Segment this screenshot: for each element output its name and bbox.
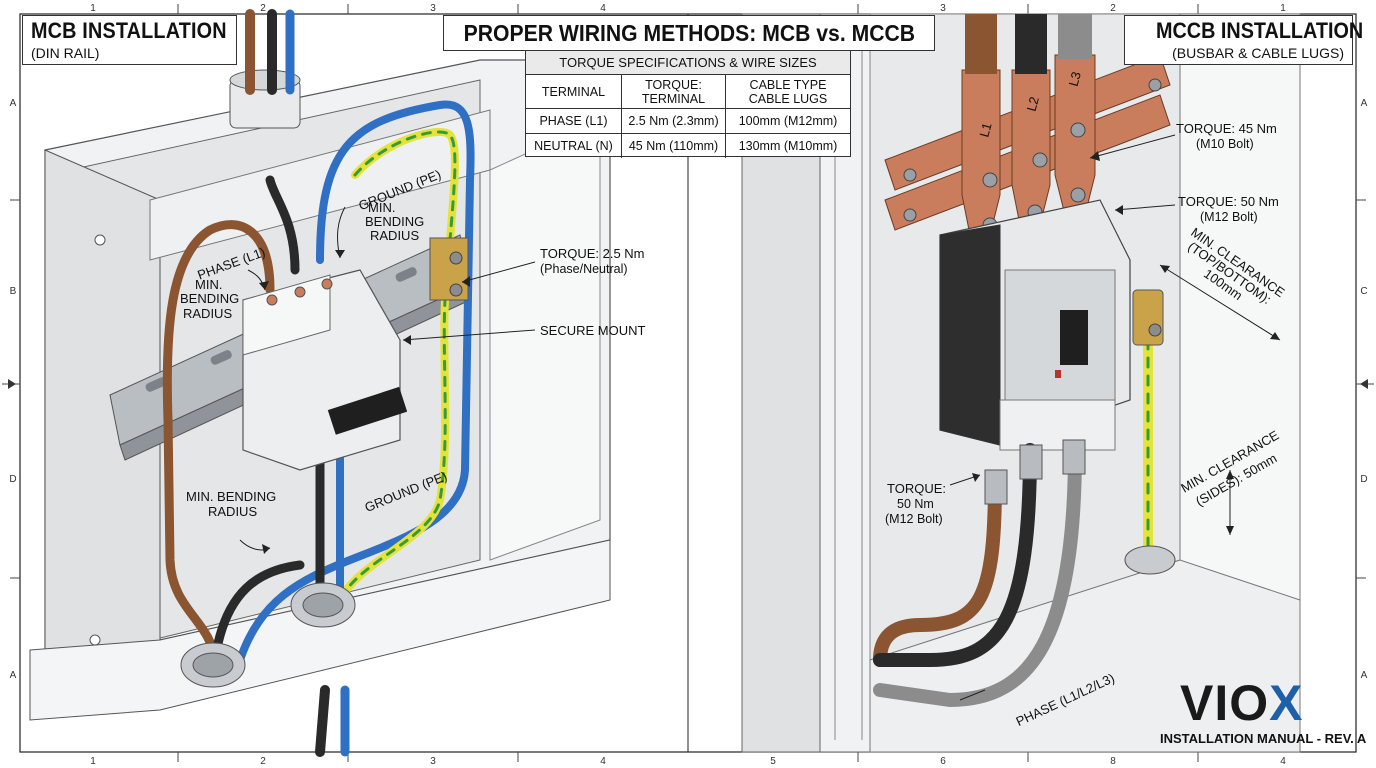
busbar-label-l2: L2 (1024, 95, 1042, 113)
min-bending-top-line3: RADIUS (370, 228, 419, 243)
spec-header-terminal: TERMINAL (526, 75, 622, 109)
right-tick-label: A (1361, 98, 1368, 109)
mccb-title: MCCB INSTALLATION (1156, 18, 1364, 43)
spec-cell: 45 Nm (110mm) (621, 133, 726, 158)
top-tick-label: 1 (1280, 3, 1286, 14)
min-bending-bottom-line2: RADIUS (208, 504, 257, 519)
spec-cell: PHASE (L1) (526, 108, 622, 134)
torque-m12-line2: (M12 Bolt) (1200, 210, 1258, 224)
mcb-wiring (162, 9, 475, 757)
bottom-tick-label: 2 (260, 756, 266, 767)
torque-m10-line1: TORQUE: 45 Nm (1176, 121, 1277, 136)
right-tick-label: A (1361, 670, 1368, 681)
frame-ticks (2, 4, 1374, 762)
spec-header-cable-line2: CABLE LUGS (748, 91, 828, 106)
torque-left-line2: (Phase/Neutral) (540, 262, 628, 276)
min-bending-bottom-line1: MIN. BENDING (186, 489, 276, 504)
spec-cell: 130mm (M10mm) (725, 133, 850, 158)
bottom-cable-glands (180, 582, 356, 688)
min-bending-left-line1: MIN. (195, 277, 222, 292)
spec-cell: 2.5 Nm (2.3mm) (621, 108, 726, 134)
top-tick-label: 4 (600, 3, 606, 14)
bottom-tick-label: 3 (430, 756, 436, 767)
spec-header-torque-line1: TORQUE: (645, 77, 702, 92)
busbar-straps (961, 14, 1096, 236)
torque-m12-line1: TORQUE: 50 Nm (1178, 194, 1279, 209)
left-tick-label: A (10, 670, 17, 681)
torque-spec-table: TORQUE SPECIFICATIONS & WIRE SIZES TERMI… (525, 50, 851, 158)
left-leader-arrows (259, 250, 470, 554)
busbar-label-l1: L1 (976, 121, 994, 139)
mccb-earth-terminal (1124, 289, 1176, 575)
logo-text-main: VIO (1180, 675, 1270, 731)
top-tick-label: 2 (260, 3, 266, 14)
min-bending-top-line2: BENDING (365, 214, 424, 229)
mccb-outgoing-cables (873, 335, 1153, 708)
spec-header-torque: TORQUE:TERMINAL (621, 75, 726, 109)
main-title-box: PROPER WIRING METHODS: MCB vs. MCCB (443, 15, 935, 51)
left-tick-label: D (9, 474, 16, 485)
right-leader-arrows (972, 151, 1280, 535)
secure-mount-label: SECURE MOUNT (540, 323, 646, 338)
mccb-cable-lugs (984, 439, 1086, 505)
torque-m10-line2: (M10 Bolt) (1196, 137, 1254, 151)
min-bending-top-line1: MIN. (368, 200, 395, 215)
mcb-title: MCB INSTALLATION (31, 18, 227, 43)
viox-logo: VIOX (1180, 678, 1304, 728)
bottom-tick-label: 8 (1110, 756, 1116, 767)
top-tick-label: 1 (90, 3, 96, 14)
left-center-marker (8, 379, 16, 389)
mccb-title-box: MCCB INSTALLATION (BUSBAR & CABLE LUGS) (1124, 15, 1363, 65)
mcb-breaker (242, 269, 408, 471)
bottom-tick-label: 6 (940, 756, 946, 767)
torque-cable-line1: TORQUE: (887, 481, 946, 496)
bottom-tick-label: 5 (770, 756, 776, 767)
right-tick-label: D (1360, 474, 1367, 485)
spec-header-terminal-text: TERMINAL (541, 84, 606, 99)
top-tick-label: 3 (430, 3, 436, 14)
mccb-subtitle: (BUSBAR & CABLE LUGS) (1172, 45, 1344, 61)
busbar-label-l3: L3 (1066, 70, 1084, 88)
spec-cell: 100mm (M12mm) (725, 108, 850, 134)
bottom-tick-label: 4 (600, 756, 606, 767)
spec-table-caption: TORQUE SPECIFICATIONS & WIRE SIZES (526, 51, 850, 75)
mcb-title-box: MCB INSTALLATION (DIN RAIL) (22, 15, 237, 65)
page-title: PROPER WIRING METHODS: MCB vs. MCCB (463, 20, 916, 46)
right-tick-label: C (1360, 286, 1367, 297)
earth-terminal (429, 237, 469, 301)
bottom-tick-label: 4 (1280, 756, 1286, 767)
mccb-breaker (939, 199, 1131, 451)
table-row: PHASE (L1) 2.5 Nm (2.3mm) 100mm (M12mm) (526, 108, 850, 134)
mcb-subtitle: (DIN RAIL) (31, 45, 100, 61)
min-bending-left-line3: RADIUS (183, 306, 232, 321)
logo-text-accent: X (1269, 675, 1304, 731)
bottom-tick-label: 1 (90, 756, 96, 767)
top-tick-label: 2 (1110, 3, 1116, 14)
right-center-marker (1360, 379, 1368, 389)
spec-header-cable-line1: CABLE TYPE (749, 77, 827, 92)
spec-header-torque-line2: TERMINAL (641, 91, 706, 106)
left-tick-label: B (10, 286, 17, 297)
table-row: NEUTRAL (N) 45 Nm (110mm) 130mm (M10mm) (526, 133, 850, 158)
min-bending-left-line2: BENDING (180, 291, 239, 306)
top-tick-label: 3 (940, 3, 946, 14)
torque-cable-line2: 50 Nm (897, 497, 934, 511)
spec-cell: NEUTRAL (N) (526, 133, 622, 158)
left-tick-label: A (10, 98, 17, 109)
manual-revision-label: INSTALLATION MANUAL - REV. A (1160, 731, 1367, 746)
torque-left-line1: TORQUE: 2.5 Nm (540, 246, 645, 261)
torque-cable-line3: (M12 Bolt) (885, 512, 943, 526)
